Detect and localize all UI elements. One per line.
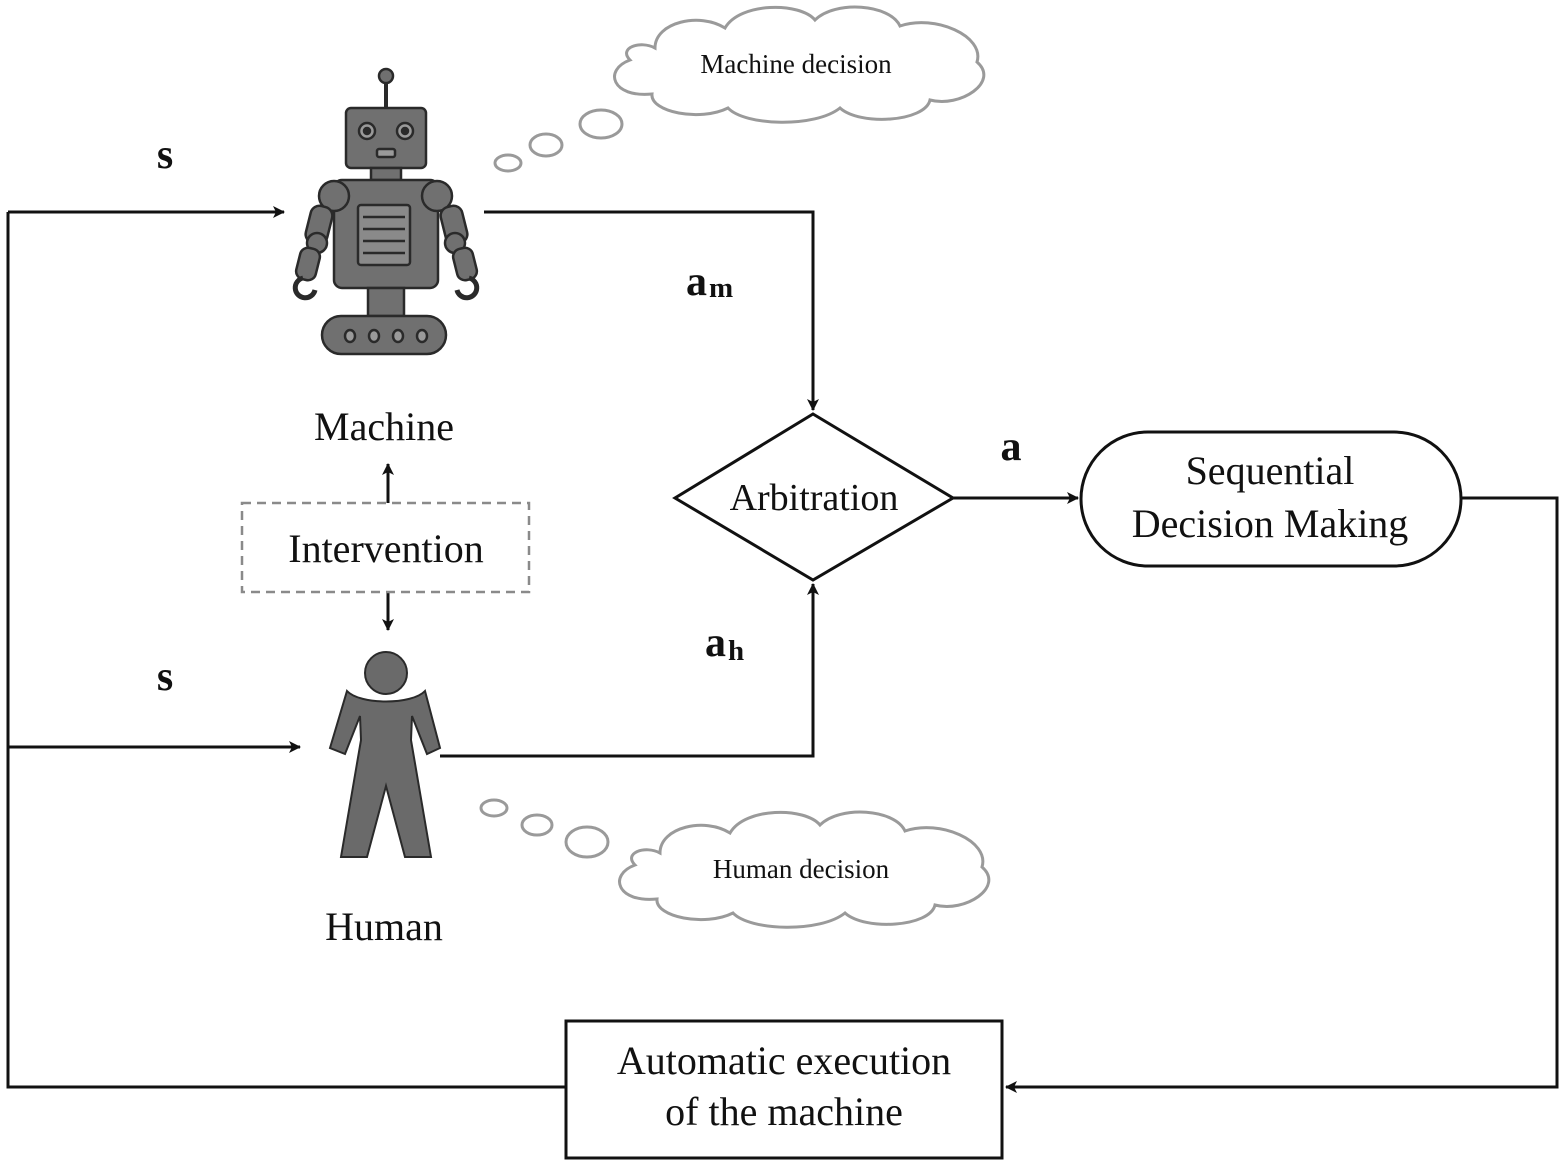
- machine-thought-cloud: [493, 5, 986, 173]
- execution-label-line2: of the machine: [665, 1089, 903, 1134]
- intervention-box: [240, 501, 531, 594]
- human-thought-cloud: [479, 798, 991, 929]
- machine-label: Machine: [314, 404, 454, 449]
- intervention-label: Intervention: [288, 526, 484, 571]
- robot-icon: [292, 67, 480, 356]
- action-machine-label: a m: [686, 259, 733, 305]
- execution-box: [564, 1019, 1004, 1160]
- sequential-label-line2: Decision Making: [1132, 501, 1409, 546]
- sequential-box: [1079, 430, 1463, 568]
- human-action-arrow: [440, 583, 819, 758]
- feedback-line: [6, 212, 566, 1089]
- execution-label-line1: Automatic execution: [617, 1038, 951, 1083]
- state-label-bottom: s: [157, 654, 173, 700]
- state-label-top: s: [157, 132, 173, 178]
- machine-action-arrow: [484, 210, 819, 411]
- action-final-label: a: [1001, 424, 1022, 470]
- arbitration-label: Arbitration: [730, 477, 899, 519]
- arbitration-diamond: [672, 412, 956, 582]
- connectors: [6, 206, 1559, 1093]
- action-human-sub: h: [728, 635, 744, 667]
- human-label: Human: [325, 904, 443, 949]
- person-icon: [328, 651, 442, 858]
- sequential-to-execution-arrow: [1005, 496, 1559, 1093]
- action-human-label: a h: [705, 620, 744, 667]
- human-thought-label: Human decision: [713, 854, 890, 884]
- action-machine-base: a: [686, 259, 707, 305]
- machine-thought-label: Machine decision: [700, 49, 892, 79]
- action-human-base: a: [705, 620, 726, 666]
- action-machine-sub: m: [709, 272, 733, 304]
- sequential-label-line1: Sequential: [1186, 448, 1355, 493]
